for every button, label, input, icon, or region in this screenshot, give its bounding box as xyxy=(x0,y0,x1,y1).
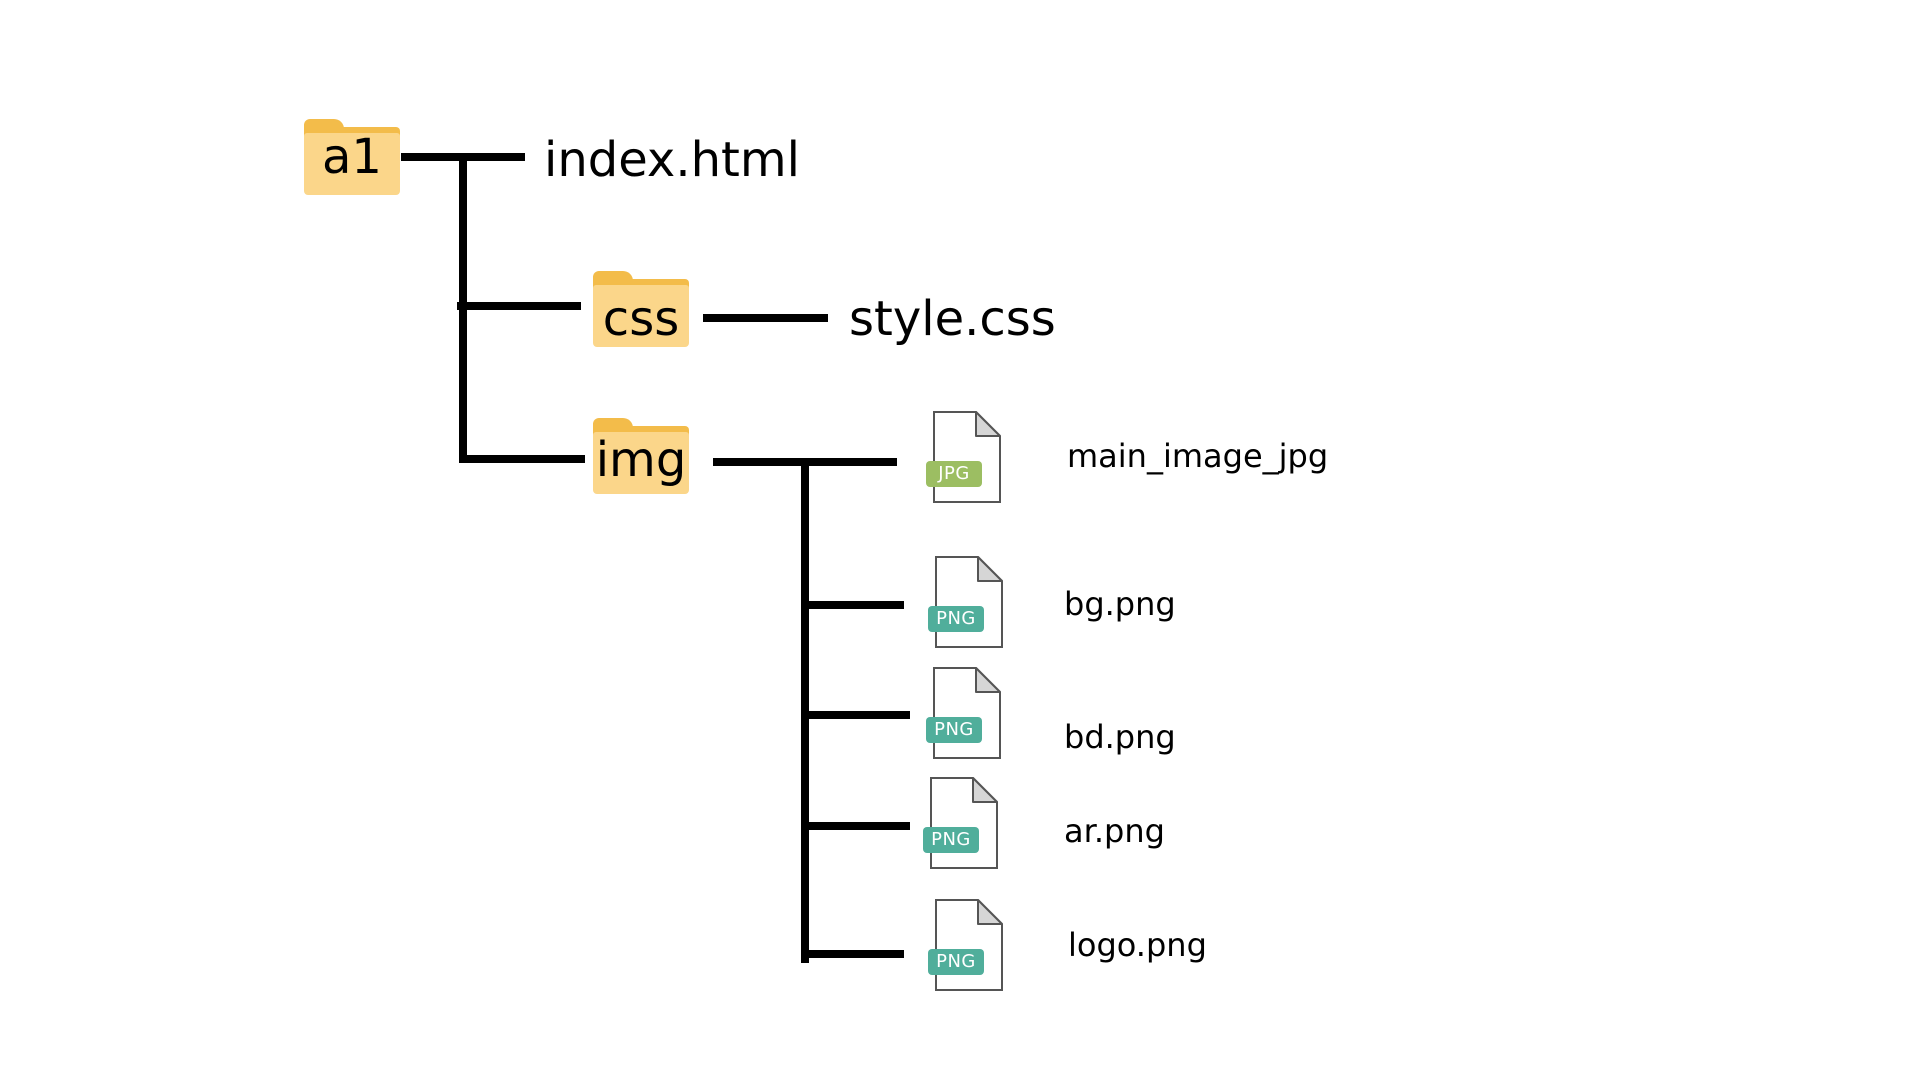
folder-icon-img: img xyxy=(593,418,689,494)
document-icon-png-bd: PNG xyxy=(926,667,1002,759)
folder-front xyxy=(304,133,400,195)
document-icon xyxy=(935,556,1003,648)
document-icon xyxy=(933,667,1001,759)
connector-img-trunk xyxy=(801,458,809,963)
document-icon xyxy=(933,411,1001,503)
connector-to-css xyxy=(457,302,581,310)
document-icon-png-ar: PNG xyxy=(923,777,999,869)
connector-to-logo xyxy=(801,950,904,958)
folder-label-css: css xyxy=(602,291,680,347)
file-label-bg-png: bg.png xyxy=(1064,585,1176,623)
connector-to-bd xyxy=(801,711,910,719)
folder-front xyxy=(593,432,689,494)
file-label-logo-png: logo.png xyxy=(1068,926,1207,964)
folder-front xyxy=(593,285,689,347)
file-type-badge-jpg: JPG xyxy=(926,461,982,487)
folder-label-img: img xyxy=(595,432,687,488)
file-label-index-html: index.html xyxy=(544,132,800,188)
file-label-main-image-jpg: main_image_jpg xyxy=(1067,437,1329,475)
connector-css-out xyxy=(703,314,828,322)
file-type-badge-png: PNG xyxy=(928,949,984,975)
connector-to-ar xyxy=(801,822,910,830)
document-icon-jpg: JPG xyxy=(926,411,1002,503)
document-icon xyxy=(930,777,998,869)
folder-icon-css: css xyxy=(593,271,689,347)
connector-to-bg xyxy=(801,601,904,609)
document-icon xyxy=(935,899,1003,991)
document-icon-png-bg: PNG xyxy=(928,556,1004,648)
file-type-badge-png: PNG xyxy=(923,827,979,853)
connector-to-img xyxy=(459,455,585,463)
folder-label-a1: a1 xyxy=(322,129,382,185)
file-label-ar-png: ar.png xyxy=(1064,812,1165,850)
document-icon-png-logo: PNG xyxy=(928,899,1004,991)
file-type-badge-png: PNG xyxy=(928,606,984,632)
folder-icon-a1: a1 xyxy=(304,119,400,195)
file-label-style-css: style.css xyxy=(849,291,1056,347)
file-type-badge-png: PNG xyxy=(926,717,982,743)
file-label-bd-png: bd.png xyxy=(1064,718,1176,756)
